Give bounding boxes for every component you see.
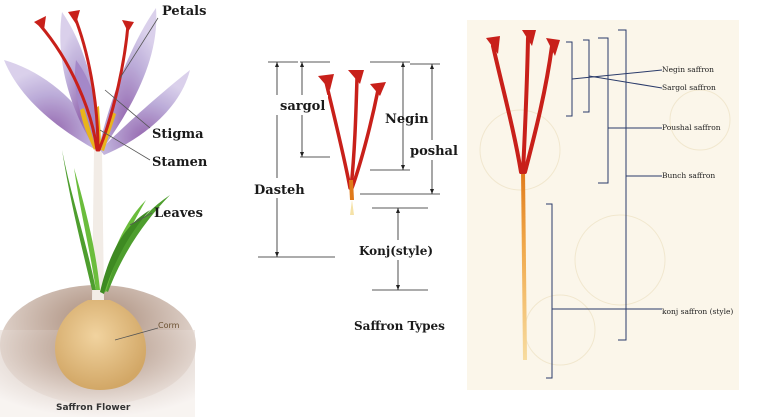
label-leaves: Leaves: [154, 206, 203, 221]
stigmas: [38, 13, 130, 152]
panel-flower: Petals Stigma Stamen Leaves Corm Saffron…: [0, 4, 208, 417]
caption-types: Saffron Types: [354, 319, 445, 333]
label-corm: Corm: [158, 321, 180, 330]
label-negin: Negin: [385, 112, 429, 127]
label-negin-saffron: Negin saffron: [662, 65, 714, 74]
caption-flower: Saffron Flower: [56, 403, 131, 413]
label-sargol: sargol: [280, 99, 325, 114]
label-poushal-saffron: Poushal saffron: [662, 123, 721, 132]
saffron-threads: [318, 70, 386, 215]
label-petals: Petals: [162, 4, 206, 19]
panel-photo: Negin saffron Sargol saffron Poushal saf…: [467, 20, 739, 390]
leaves: [62, 150, 170, 294]
label-sargol-saffron: Sargol saffron: [662, 83, 716, 92]
photo-background: [467, 20, 739, 390]
label-konj-saffron: konj saffron (style): [662, 307, 733, 316]
label-bunch-saffron: Bunch saffron: [662, 171, 715, 180]
label-poshal: poshal: [410, 144, 458, 159]
photo-threads: [486, 30, 560, 360]
corm: [55, 300, 146, 390]
label-stigma: Stigma: [152, 127, 204, 142]
label-konj: Konj(style): [359, 244, 433, 258]
label-stamen: Stamen: [152, 155, 208, 170]
panel-types: sargol Negin poshal Dasteh Konj(style) S…: [253, 61, 458, 333]
label-dasteh: Dasteh: [254, 183, 305, 198]
